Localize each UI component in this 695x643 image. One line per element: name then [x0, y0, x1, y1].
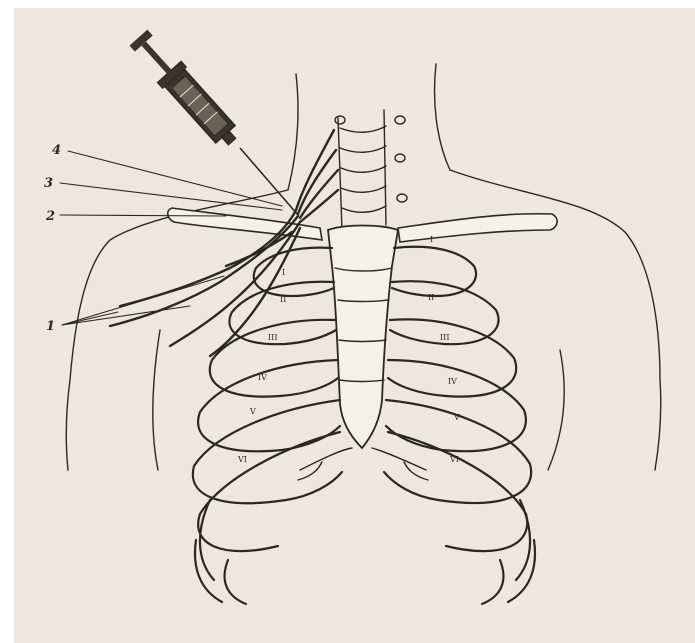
rib-number: II [428, 293, 434, 302]
rib-number: IV [448, 377, 457, 386]
rib-number: II [280, 295, 286, 304]
rib-number: I [282, 268, 285, 277]
rib-number: IV [258, 373, 267, 382]
rib-number: V [453, 413, 460, 422]
label-1: 1 [46, 319, 55, 334]
rib-number: VI [449, 455, 459, 464]
label-2: 2 [45, 209, 55, 224]
rib-number: III [268, 333, 277, 342]
rib-number: I [430, 235, 433, 244]
rib-number: III [440, 333, 449, 342]
rib-number: VI [237, 455, 247, 464]
label-3: 3 [44, 176, 53, 191]
label-4: 4 [52, 143, 61, 158]
rib-number: V [249, 407, 256, 416]
